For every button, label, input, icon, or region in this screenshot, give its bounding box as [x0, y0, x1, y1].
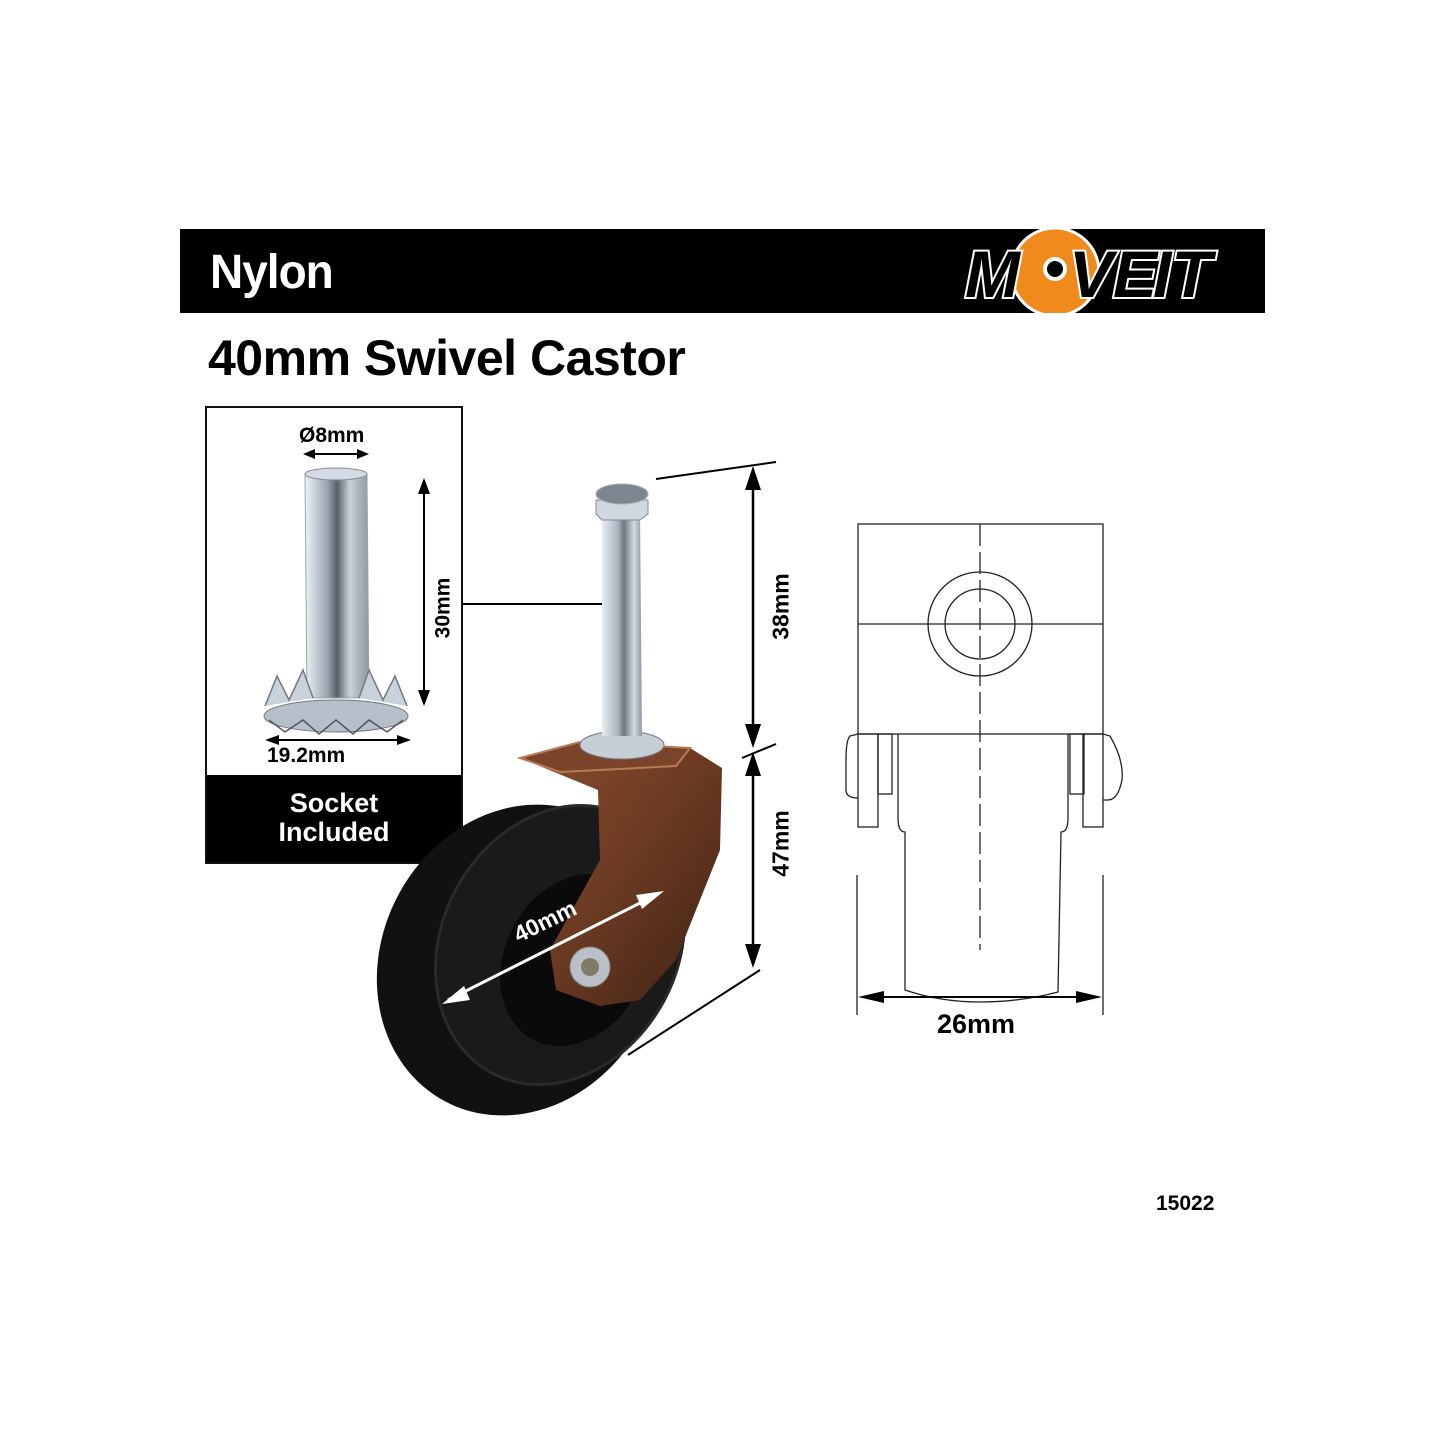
material-label: Nylon [210, 243, 334, 299]
logo-it: IT [1153, 237, 1216, 311]
socket-panel: Ø8mm 30mm 19.2mm Socket Included [205, 406, 463, 864]
socket-base-width-label: 19.2mm [267, 744, 346, 767]
header-bar: Nylon M VE IT [180, 229, 1265, 313]
socket-included-banner: Socket Included [207, 775, 461, 862]
socket-footer-line2: Included [278, 817, 390, 847]
body-height-label: 47mm [767, 810, 794, 877]
socket-drawing [263, 449, 430, 745]
logo-ve: VE [1069, 237, 1159, 311]
socket-footer-line1: Socket [289, 788, 379, 818]
wheel-width-label: 26mm [937, 1009, 1016, 1039]
logo-m: M [965, 237, 1022, 311]
socket-diameter-label: Ø8mm [299, 424, 365, 447]
stem-height-label: 38mm [767, 573, 794, 640]
product-title: 40mm Swivel Castor [208, 330, 686, 386]
move-it-logo: M VE IT [963, 229, 1218, 313]
product-code: 15022 [1156, 1192, 1215, 1215]
